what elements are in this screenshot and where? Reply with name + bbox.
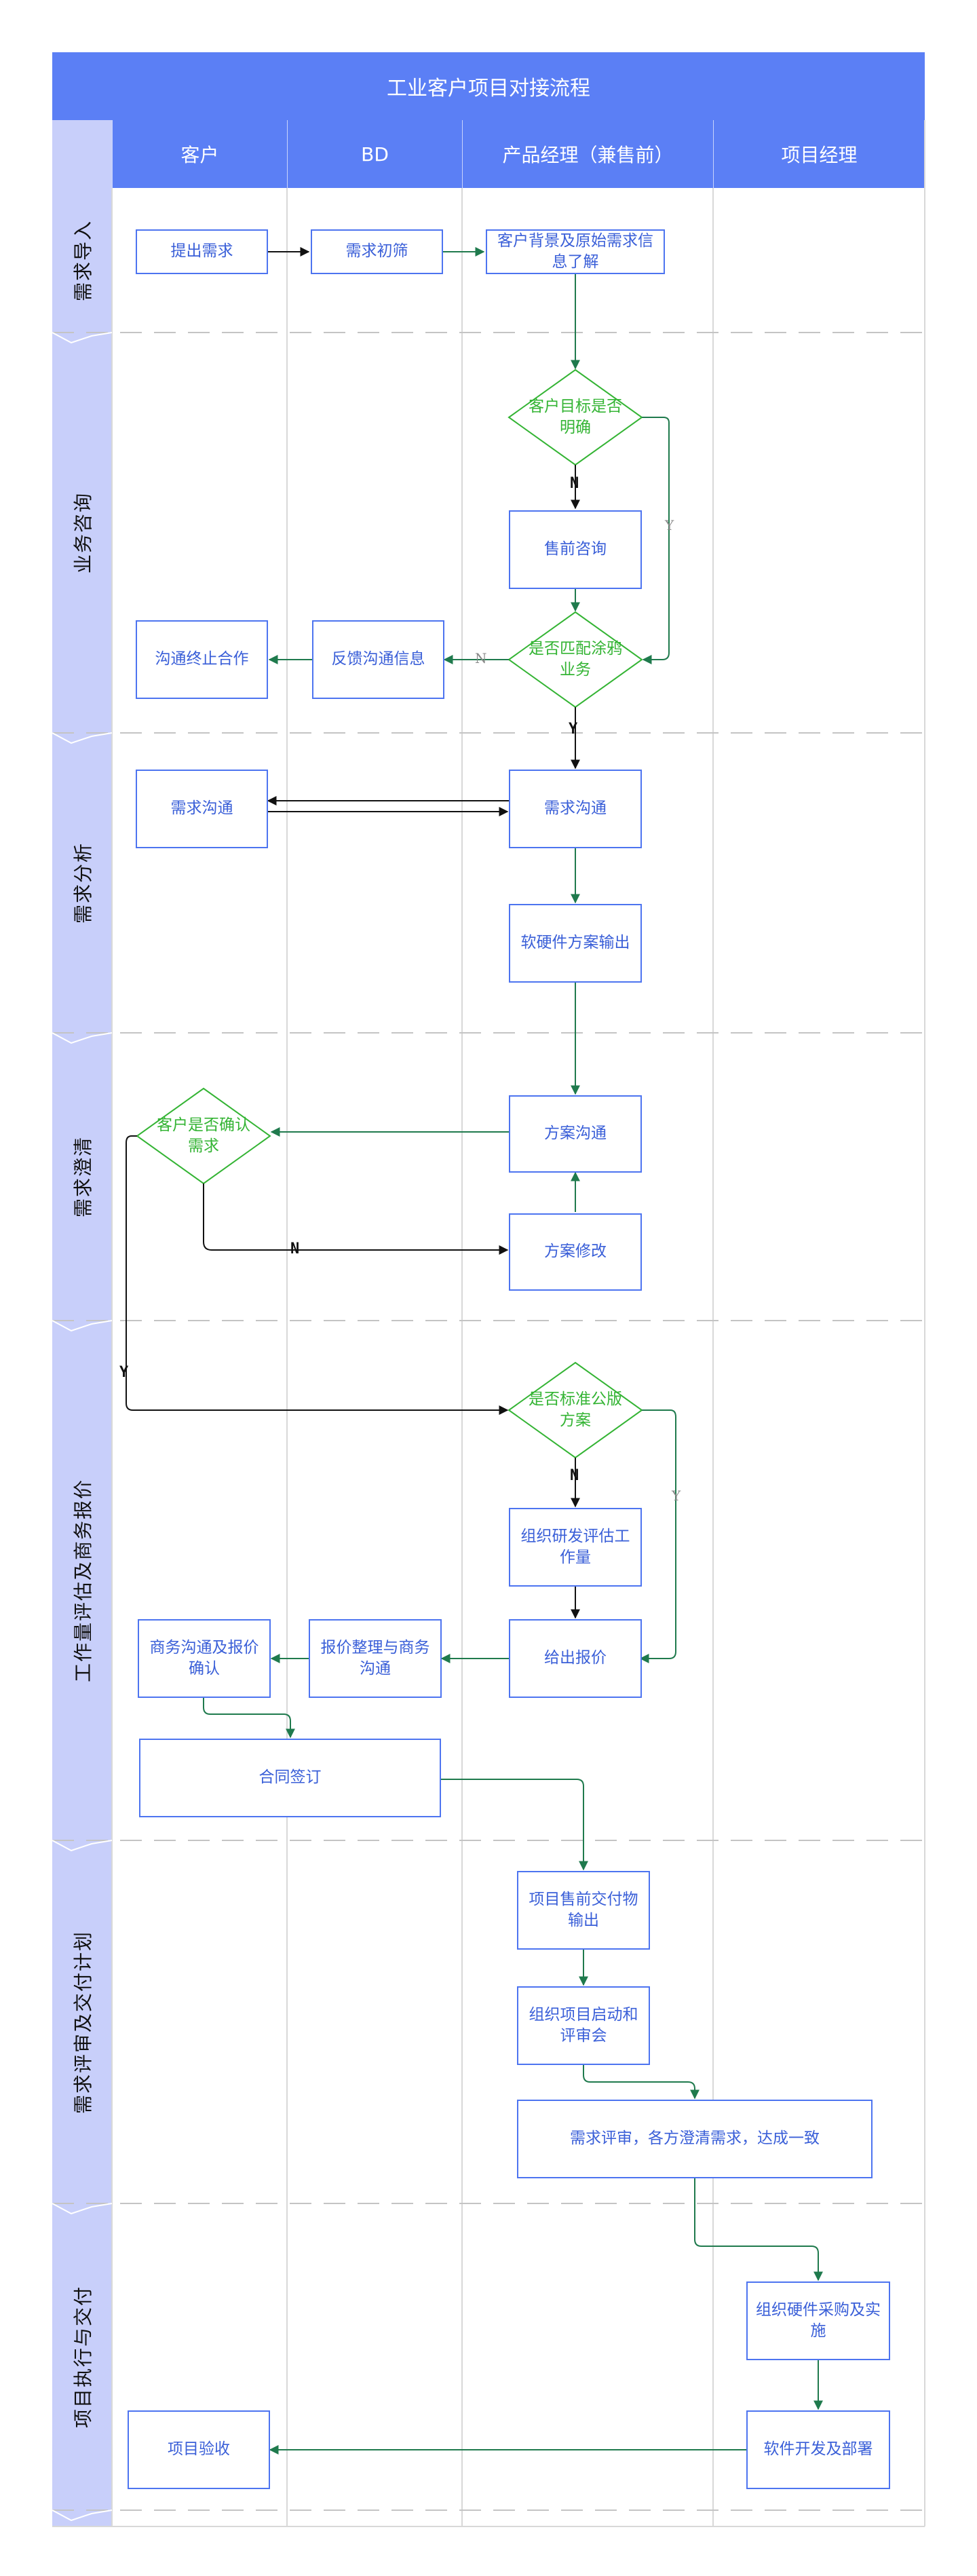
- node-plan-modification[interactable]: 方案修改: [509, 1213, 642, 1291]
- edge-kickoff-to-review: [583, 2065, 700, 2100]
- decision-customer-confirm-label: 客户是否确认需求: [157, 1116, 250, 1155]
- node-requirement-screening[interactable]: 需求初筛: [311, 229, 443, 274]
- node-presale-deliverables[interactable]: 项目售前交付物输出: [517, 1871, 650, 1950]
- node-software-development-deployment[interactable]: 软件开发及部署: [746, 2410, 890, 2489]
- edge-label-goal-no: N: [570, 475, 579, 492]
- decision-standard-plan-label: 是否标准公版方案: [529, 1390, 622, 1429]
- node-submit-requirement[interactable]: 提出需求: [136, 229, 268, 274]
- node-business-quote-confirmation[interactable]: 商务沟通及报价确认: [138, 1619, 271, 1698]
- lane-header-strip: [52, 120, 112, 2526]
- edge-confirm-to-contract: [203, 1698, 295, 1739]
- edge-label-confirm-no: N: [290, 1240, 300, 1257]
- edge-review-to-procure: [694, 2178, 823, 2281]
- edge-label-standard-no: N: [570, 1467, 579, 1484]
- lane-label-demand-clarification: 需求澄清: [72, 1135, 95, 1218]
- edge-confirm-no: [203, 1183, 509, 1255]
- edge-goal-yes: [642, 417, 670, 664]
- node-quote-and-business-communication[interactable]: 报价整理与商务沟通: [309, 1619, 442, 1698]
- column-header-bd: BD: [287, 120, 462, 188]
- lane-label-business-consulting: 业务咨询: [72, 491, 95, 574]
- edge-std-yes: [639, 1409, 676, 1663]
- node-feedback-communication[interactable]: 反馈沟通信息: [312, 620, 444, 699]
- edge-label-standard-yes: Y: [672, 1488, 681, 1504]
- decision-match-business-label: 是否匹配涂鸦业务: [529, 639, 622, 679]
- node-project-acceptance[interactable]: 项目验收: [128, 2410, 270, 2489]
- column-header-customer: 客户: [112, 120, 287, 188]
- edge-label-confirm-yes: Y: [119, 1364, 129, 1381]
- lane-label-execution-delivery: 项目执行与交付: [72, 2285, 95, 2429]
- node-presale-consulting[interactable]: 售前咨询: [509, 510, 642, 589]
- node-requirement-review-consensus[interactable]: 需求评审，各方澄清需求，达成一致: [517, 2100, 873, 2178]
- edge-label-match-no: N: [475, 650, 487, 666]
- node-terminate-cooperation[interactable]: 沟通终止合作: [136, 620, 268, 699]
- edge-contract-to-delivery: [441, 1779, 588, 1871]
- node-hardware-software-plan[interactable]: 软硬件方案输出: [509, 904, 642, 983]
- edge-label-goal-yes: Y: [665, 517, 674, 533]
- node-contract-signing[interactable]: 合同签订: [139, 1739, 441, 1817]
- node-hardware-procurement[interactable]: 组织硬件采购及实施: [746, 2281, 890, 2360]
- decision-goal-clear-label: 客户目标是否明确: [529, 397, 622, 436]
- lane-label-effort-and-quote: 工作量评估及商务报价: [72, 1478, 95, 1683]
- node-kickoff-review-meeting[interactable]: 组织项目启动和评审会: [517, 1986, 650, 2065]
- edge-confirm-yes: [126, 1135, 509, 1415]
- column-header-product-manager: 产品经理（兼售前）: [462, 120, 713, 188]
- node-customer-requirement-communication[interactable]: 需求沟通: [136, 770, 268, 848]
- column-header-project-manager: 项目经理: [713, 120, 925, 188]
- node-pm-requirement-communication[interactable]: 需求沟通: [509, 770, 642, 848]
- lane-label-review-and-plan: 需求评审及交付计划: [72, 1930, 95, 2114]
- node-rd-effort-estimate[interactable]: 组织研发评估工作量: [509, 1508, 642, 1587]
- node-understand-background[interactable]: 客户背景及原始需求信息了解: [486, 229, 665, 274]
- edge-label-match-yes: Y: [569, 721, 578, 738]
- lane-label-demand-intake: 需求导入: [72, 219, 95, 301]
- lane-label-demand-analysis: 需求分析: [72, 841, 95, 924]
- diagram-title: 工业客户项目对接流程: [52, 52, 925, 120]
- node-give-quote[interactable]: 给出报价: [509, 1619, 642, 1698]
- node-plan-communication[interactable]: 方案沟通: [509, 1095, 642, 1173]
